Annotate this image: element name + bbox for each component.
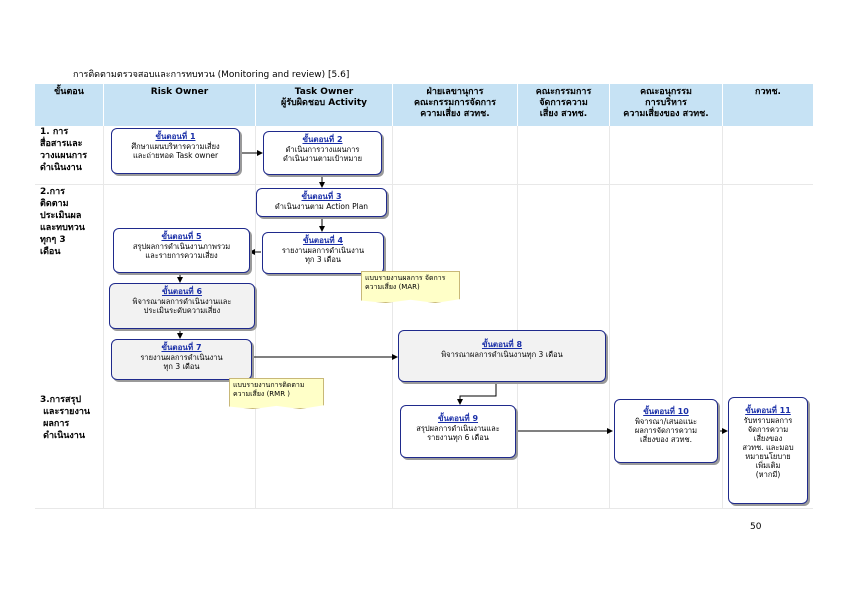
- page-title: การติดตามตรวจสอบและการทบทวน (Monitoring …: [73, 70, 350, 80]
- column-header-risk-committee: คณะกรรมการ จัดการความ เสี่ยง สวทช.: [518, 84, 609, 126]
- process-box-step-3: ขั้นตอนที่ 3 ดำเนินงานตาม Action Plan: [256, 188, 387, 217]
- document-note-mar: แบบรายงานผลการ จัดการ ความเสี่ยง (MAR): [361, 271, 460, 303]
- column-header-task-owner: Task Owner ผู้รับผิดชอบ Activity: [256, 84, 392, 126]
- grid-line: [722, 126, 723, 508]
- column-header-risk-subcommittee: คณะอนุกรรม การบริหาร ความเสี่ยงของ สวทช.: [610, 84, 722, 126]
- step-11-desc: รับทราบผลการ จัดการความ เสี่ยงของ สวทช. …: [742, 416, 794, 479]
- step-1-title: ขั้นตอนที่ 1: [155, 132, 196, 141]
- step-2-title: ขั้นตอนที่ 2: [302, 135, 343, 144]
- phase-3-label: 3.การสรุป และรายงาน ผลการ ดำเนินงาน: [40, 395, 91, 441]
- process-box-step-5: ขั้นตอนที่ 5 สรุปผลการดำเนินงานภาพรวม แล…: [113, 228, 250, 273]
- step-7-desc: รายงานผลการดำเนินงาน ทุก 3 เดือน: [140, 353, 223, 371]
- step-2-desc: ดำเนินการวางแผนการ ดำเนินงานตามเป้าหมาย: [283, 145, 362, 163]
- process-box-step-11: ขั้นตอนที่ 11 รับทราบผลการ จัดการความ เส…: [728, 397, 808, 504]
- step-1-desc: ศึกษาแผนบริหารความเสี่ยง และถ่ายทอด Task…: [131, 142, 220, 160]
- grid-line: [35, 508, 813, 509]
- phase-1-label: 1. การ สื่อสารและ วางแผนการ ดำเนินงาน: [40, 127, 88, 173]
- process-box-step-10: ขั้นตอนที่ 10 พิจารณา/เสนอแนะ ผลการจัดกา…: [614, 399, 718, 463]
- arrow-8-to-9: [457, 382, 497, 405]
- step-5-desc: สรุปผลการดำเนินงานภาพรวม และรายการความเส…: [132, 242, 231, 260]
- step-4-title: ขั้นตอนที่ 4: [302, 236, 344, 245]
- process-box-step-4: ขั้นตอนที่ 4 รายงานผลการดำเนินงาน ทุก 3 …: [262, 232, 384, 274]
- step-9-title: ขั้นตอนที่ 9: [437, 414, 479, 423]
- step-11-title: ขั้นตอนที่ 11: [745, 406, 791, 415]
- process-box-step-6: ขั้นตอนที่ 6 พิจารณาผลการดำเนินงานและ ปร…: [109, 283, 255, 329]
- step-8-desc: พิจารณาผลการดำเนินงานทุก 3 เดือน: [441, 350, 563, 359]
- step-6-desc: พิจารณาผลการดำเนินงานและ ประเมินระดับควา…: [132, 297, 232, 315]
- grid-line: [517, 126, 518, 508]
- grid-line: [609, 126, 610, 508]
- process-box-step-7: ขั้นตอนที่ 7 รายงานผลการดำเนินงาน ทุก 3 …: [111, 339, 252, 380]
- step-5-title: ขั้นตอนที่ 5: [161, 232, 202, 241]
- grid-line: [255, 126, 256, 508]
- process-box-step-1: ขั้นตอนที่ 1 ศึกษาแผนบริหารความเสี่ยง แล…: [111, 128, 240, 174]
- step-3-desc: ดำเนินงานตาม Action Plan: [274, 202, 369, 211]
- grid-line: [35, 184, 813, 185]
- column-header-step: ขั้นตอน: [35, 84, 103, 126]
- step-7-title: ขั้นตอนที่ 7: [161, 343, 202, 352]
- grid-line: [103, 126, 104, 508]
- process-box-step-9: ขั้นตอนที่ 9 สรุปผลการดำเนินงานและ รายงา…: [400, 405, 516, 458]
- grid-line: [392, 126, 393, 508]
- document-note-rmr: แบบรายงานการติดตาม ความเสี่ยง (RMR ): [229, 378, 324, 409]
- column-header-risk-owner: Risk Owner: [104, 84, 255, 126]
- page-number: 50: [750, 522, 762, 532]
- step-6-title: ขั้นตอนที่ 6: [161, 287, 203, 296]
- step-8-title: ขั้นตอนที่ 8: [481, 340, 523, 349]
- process-box-step-2: ขั้นตอนที่ 2 ดำเนินการวางแผนการ ดำเนินงา…: [263, 131, 382, 175]
- step-9-desc: สรุปผลการดำเนินงานและ รายงานทุก 6 เดือน: [416, 424, 500, 442]
- process-box-step-8: ขั้นตอนที่ 8 พิจารณาผลการดำเนินงานทุก 3 …: [398, 330, 606, 382]
- step-10-title: ขั้นตอนที่ 10: [643, 407, 689, 416]
- phase-2-label: 2.การ ติดตาม ประเมินผล และทบทวน ทุกๆ 3 เ…: [40, 187, 85, 257]
- column-header-board: กวทช.: [723, 84, 813, 126]
- step-10-desc: พิจารณา/เสนอแนะ ผลการจัดการความ เสี่ยงขอ…: [634, 417, 698, 444]
- step-4-desc: รายงานผลการดำเนินงาน ทุก 3 เดือน: [281, 246, 365, 264]
- column-header-secretariat: ฝ่ายเลขานุการ คณะกรรมการจัดการ ความเสี่ย…: [393, 84, 517, 126]
- step-3-title: ขั้นตอนที่ 3: [301, 192, 342, 201]
